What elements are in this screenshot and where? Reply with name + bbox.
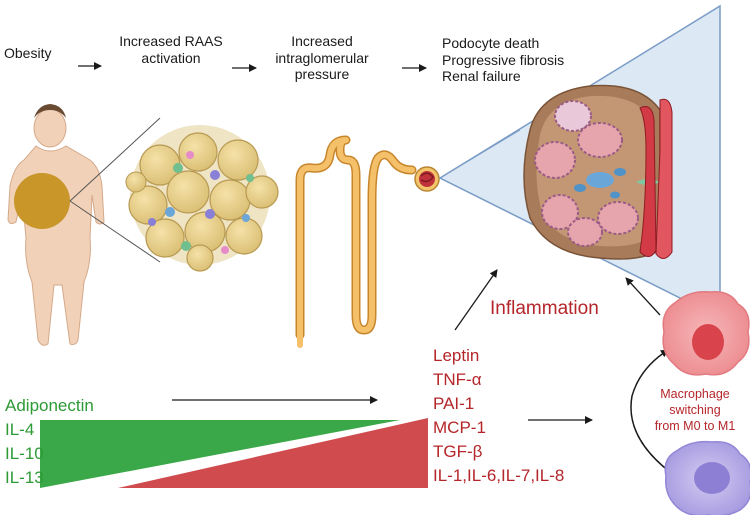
label-progressive-fibrosis: Progressive fibrosis — [442, 51, 565, 68]
label-raas-line2: activation — [141, 49, 201, 66]
cytokine-tgf-beta: TGF-β — [433, 442, 483, 461]
label-podocyte-death: Podocyte death — [442, 35, 540, 51]
label-macrophage-switching: Macrophage switching from M0 to M1 — [640, 386, 750, 434]
cytokine-pai-1: PAI-1 — [433, 394, 475, 413]
label-macrophage-line3: from M0 to M1 — [654, 419, 736, 433]
label-renal-outcomes: Podocyte death Progressive fibrosis Rena… — [442, 35, 564, 85]
cytokine-adiponectin: Adiponectin — [5, 396, 94, 415]
m0-macrophage-icon — [664, 440, 750, 515]
label-renal-failure: Renal failure — [442, 68, 521, 85]
cytokine-leptin: Leptin — [433, 346, 480, 365]
kidney-cross-section-icon — [523, 84, 673, 260]
label-inflammation: Inflammation — [490, 298, 599, 319]
nephron-icon — [295, 135, 417, 348]
label-pressure-line2: intraglomerular — [275, 49, 369, 66]
pathway-arrows — [78, 62, 427, 72]
label-pressure-line1: Increased — [291, 33, 353, 49]
label-obesity: Obesity — [4, 45, 52, 61]
cytokine-il-13: IL-13 — [5, 468, 44, 487]
label-macrophage-line2: switching — [669, 403, 721, 417]
pro-inflammatory-list: Leptin TNF-α PAI-1 MCP-1 TGF-β IL-1,IL-6… — [433, 344, 564, 488]
label-intraglomerular-pressure: Increased intraglomerular pressure — [256, 33, 388, 83]
arrow-inflammation-to-kidney — [454, 269, 498, 331]
cytokine-mcp-1: MCP-1 — [433, 418, 486, 437]
label-macrophage-line1: Macrophage — [660, 387, 730, 401]
label-raas-line1: Increased RAAS — [119, 33, 223, 49]
cytokine-il-10: IL-10 — [5, 444, 44, 463]
arrow-m0-to-m1 — [630, 349, 679, 479]
anti-inflammatory-wedge — [40, 420, 400, 488]
adipose-tissue-icon — [125, 125, 279, 272]
cytokine-tnf-alpha: TNF-α — [433, 370, 482, 389]
anti-inflammatory-list: Adiponectin IL-4 IL-10 IL-13 — [5, 394, 94, 490]
cytokine-il-4: IL-4 — [5, 420, 35, 439]
glomerulus-icon — [414, 166, 440, 192]
pro-inflammatory-wedge — [118, 418, 428, 488]
label-pressure-line3: pressure — [294, 66, 350, 83]
arrow-macrophage-to-kidney — [625, 277, 661, 316]
cytokine-interleukins: IL-1,IL-6,IL-7,IL-8 — [433, 466, 565, 485]
label-raas-activation: Increased RAAS activation — [110, 33, 232, 66]
abdomen-highlight — [14, 173, 70, 229]
m1-macrophage-icon — [662, 290, 750, 376]
human-body-icon — [7, 104, 161, 346]
